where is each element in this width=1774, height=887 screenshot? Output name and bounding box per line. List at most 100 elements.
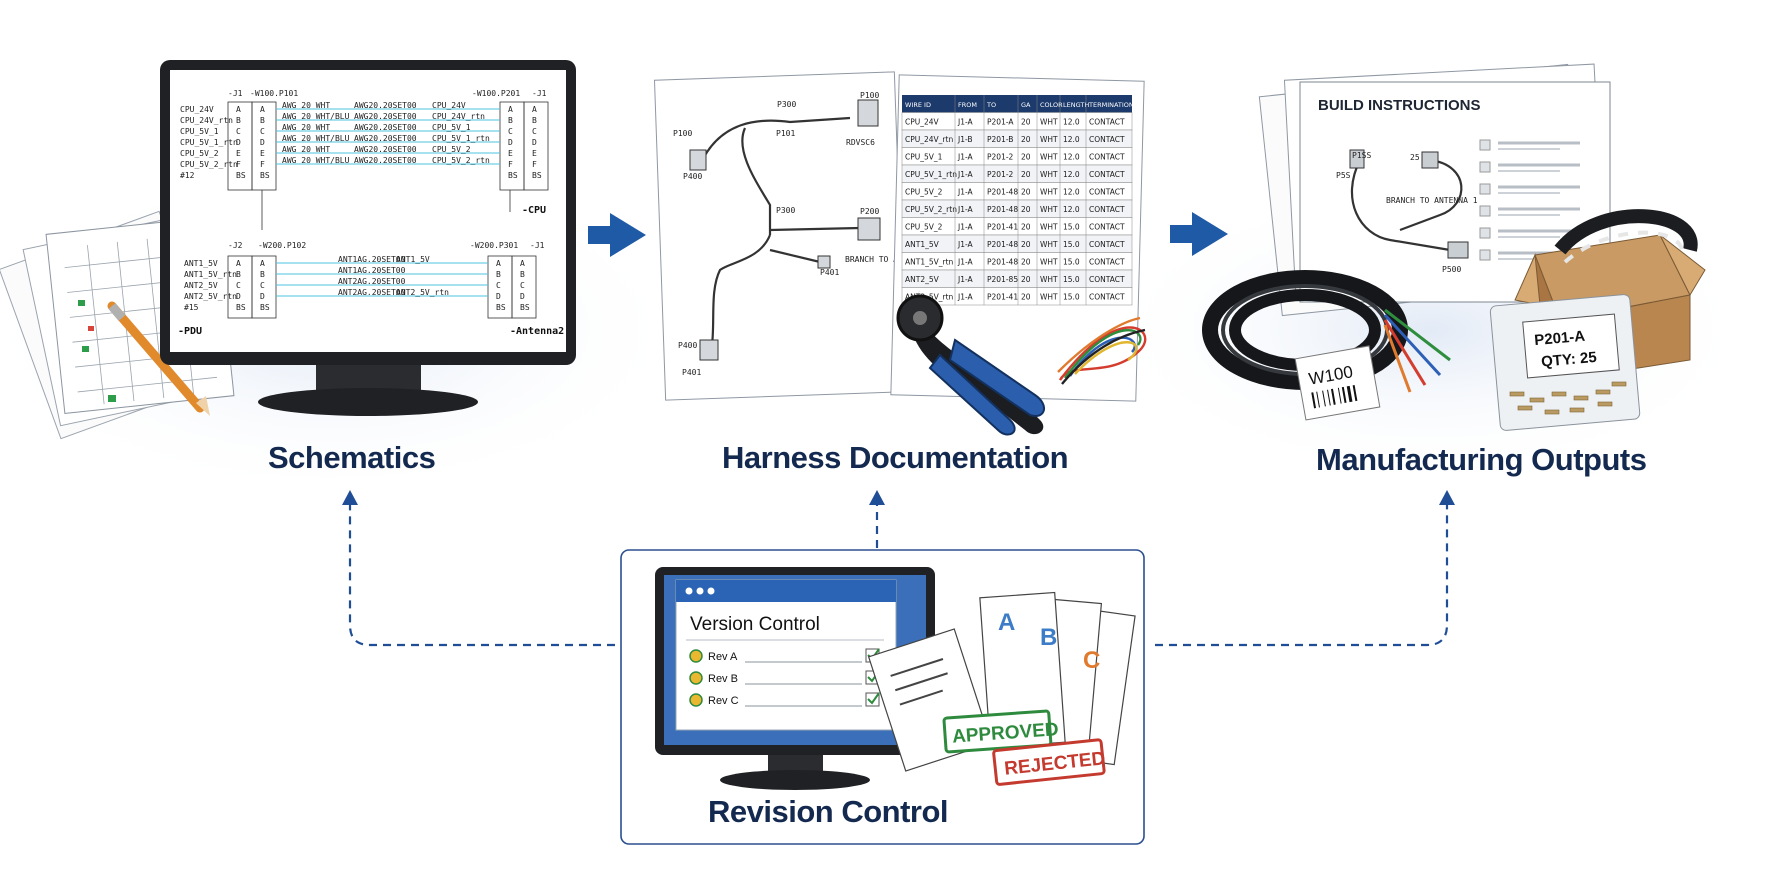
schematic-wire-id: AWG20.20SET00 <box>354 134 417 143</box>
schematic-pin: B <box>508 116 513 125</box>
wire-table-cell: 20 <box>1021 153 1031 162</box>
wire-table-cell: 20 <box>1021 240 1031 249</box>
wire-table-cell: 15.0 <box>1063 240 1080 249</box>
arrowhead-manufacturing <box>1439 490 1455 505</box>
harness-connector-label: P400 <box>678 341 697 350</box>
revision-feedback-connectors <box>348 500 1449 647</box>
wire-table-cell: P201-48 <box>987 258 1018 267</box>
wire-table-cell: CONTACT <box>1089 188 1125 197</box>
schematic-top-right-unit: -CPU <box>522 205 546 216</box>
parts-bag-qty: QTY: 25 <box>1541 349 1598 371</box>
schematic-pin: D <box>532 138 537 147</box>
schematic-pin: B <box>520 270 525 279</box>
schematic-net-label: CPU_24V_rtn <box>432 112 485 121</box>
wire-table-row <box>901 287 1133 306</box>
schematic-top-signals: CPU_24VCPU_24V_rtnCPU_5V_1CPU_5V_1_rtnCP… <box>180 105 238 180</box>
schematic-signal: ANT2_5V_rtn <box>184 292 237 301</box>
rev-status-icon <box>689 671 703 685</box>
wire-table-cell: 12.0 <box>1063 188 1080 197</box>
schematic-pin: A <box>260 259 265 268</box>
wire-table-cell: 20 <box>1021 205 1031 214</box>
harness-connector-label: P100 <box>860 91 879 100</box>
schematic-pin: F <box>236 160 241 169</box>
harness-connector-label: P100 <box>673 129 692 138</box>
checklist-box <box>1479 205 1491 217</box>
schematic-signal: CPU_24V_rtn <box>180 116 233 125</box>
harness-connector-label: P401 <box>682 368 701 377</box>
barcode-bar <box>1337 387 1342 404</box>
checklist-box <box>1479 183 1491 195</box>
schematic-net-label: ANT2_5V_rtn <box>396 288 449 297</box>
schematic-pin: D <box>260 292 265 301</box>
build-label: P500 <box>1442 265 1461 274</box>
wire-table-cell: ANT1_5V <box>905 240 940 249</box>
check-icon <box>867 692 880 705</box>
barcode-icon <box>1311 384 1358 409</box>
connector-to-manufacturing <box>1155 500 1449 647</box>
schematic-pin: D <box>236 292 241 301</box>
wire-table-header: TERMINATION <box>1088 101 1134 109</box>
wire-table-cell: J1-A <box>957 205 974 214</box>
wire-table-cell: WHT <box>1040 240 1058 249</box>
schematic-signal: CPU_24V <box>180 105 214 114</box>
schematic-signal: CPU_5V_1 <box>180 127 219 136</box>
cable-tag: W100 <box>1294 345 1381 421</box>
wire-table-cell: CPU_5V_1_rtn <box>905 170 957 179</box>
schematic-pin: BS <box>236 171 246 180</box>
schematic-pin: C <box>508 127 513 136</box>
wire-table-cell: WHT <box>1040 153 1058 162</box>
schematic-wire-id: AWG20.20SET00 <box>354 145 417 154</box>
schematic-net-label: CPU_5V_1_rtn <box>432 134 490 143</box>
schematic-pin: B <box>260 270 265 279</box>
schematic-wire-spec: AWG 20 WHT <box>282 123 330 132</box>
barcode-bar <box>1352 384 1358 402</box>
barcode-bar <box>1341 386 1347 403</box>
wire-table-cell: WHT <box>1040 135 1058 144</box>
wire-table-header: GA <box>1021 101 1031 109</box>
schematic-signal: CPU_5V_1_rtn <box>180 138 238 147</box>
flow-arrow-1 <box>588 213 646 257</box>
schematic-pin: D <box>520 292 525 301</box>
wire-table-cell: CONTACT <box>1089 293 1125 302</box>
build-label: 25 <box>1410 153 1420 162</box>
version-control-title: Version Control <box>690 614 820 635</box>
schematic-pin: A <box>508 105 513 114</box>
schematic-signal: ANT2_5V <box>184 281 218 290</box>
wire-table-cell: WHT <box>1040 258 1058 267</box>
revision-control-title: Revision Control <box>708 794 949 829</box>
checklist-box <box>1479 227 1491 239</box>
wire-table-cell: P201-B <box>987 135 1013 144</box>
revision-item: Rev C <box>689 692 880 707</box>
build-label: P5S <box>1336 171 1351 180</box>
schematic-pin: B <box>236 116 241 125</box>
flow-arrow-2 <box>1170 212 1228 256</box>
wire-table-cell: J1-A <box>957 293 974 302</box>
harness-connector-label: P200 <box>860 207 879 216</box>
wire-table-cell: WHT <box>1040 275 1058 284</box>
schematic-pin: B <box>496 270 501 279</box>
harness-branch-note: BRANCH TO ANTENNA 2 <box>845 255 937 264</box>
schematic-top-right-connector: -J1 <box>532 89 547 98</box>
schematic-pin: A <box>496 259 501 268</box>
wire-table-cell: 20 <box>1021 188 1031 197</box>
harness-connector-label: P101 <box>776 129 795 138</box>
schematic-net-label: CPU_5V_2 <box>432 145 471 154</box>
harness-wire-paths <box>698 116 861 346</box>
checklist-box <box>1479 249 1491 261</box>
schematic-wire-spec: AWG 20 WHT <box>282 101 330 110</box>
schematic-pin: C <box>532 127 537 136</box>
wire-table-cell: P201-48 <box>987 205 1018 214</box>
wire-table-cell: P201-48 <box>987 188 1018 197</box>
schematic-pin: BS <box>532 171 542 180</box>
wire-table-cell: J1-A <box>957 240 974 249</box>
harness-extra-label: RDVSC6 <box>846 138 875 147</box>
wire-table-header: COLOR <box>1040 101 1063 109</box>
